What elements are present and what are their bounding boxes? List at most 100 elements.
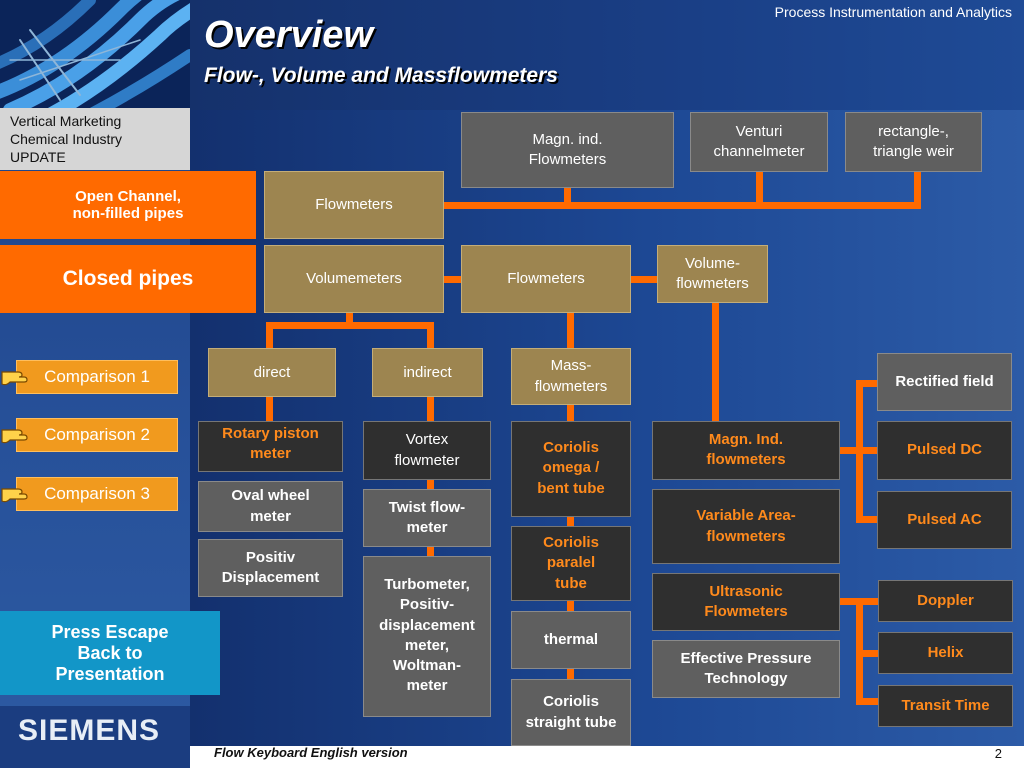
node-label: flowmeters bbox=[676, 275, 749, 292]
node-label: rectangle-, bbox=[878, 122, 949, 140]
escape-line: Back to bbox=[77, 642, 143, 663]
connector-line bbox=[756, 172, 763, 208]
connector-line bbox=[427, 547, 434, 556]
node-mass-flowmeters[interactable]: Mass- flowmeters bbox=[511, 348, 631, 405]
siemens-logo: SIEMENS bbox=[18, 714, 161, 747]
node-label: Rectified field bbox=[895, 372, 994, 390]
node-label: bent tube bbox=[537, 479, 605, 497]
node-rectangle-triangle-weir[interactable]: rectangle-, triangle weir bbox=[845, 112, 982, 172]
node-label: indirect bbox=[403, 364, 452, 381]
node-magn-ind-flowmeters[interactable]: Magn. ind. Flowmeters bbox=[461, 112, 674, 188]
connector-line bbox=[856, 447, 877, 454]
node-label: Transit Time bbox=[901, 696, 990, 714]
comparison-3-button[interactable]: Comparison 3 bbox=[16, 477, 178, 511]
node-label: Magn. Ind. bbox=[708, 431, 784, 448]
node-indirect[interactable]: indirect bbox=[372, 348, 483, 397]
connector-line bbox=[443, 276, 461, 283]
node-doppler[interactable]: Doppler bbox=[878, 580, 1013, 622]
node-direct[interactable]: direct bbox=[208, 348, 336, 397]
node-label: Flowmeters bbox=[704, 603, 788, 620]
connector-line bbox=[567, 405, 574, 421]
node-pulsed-ac[interactable]: Pulsed AC bbox=[877, 491, 1012, 549]
node-positiv-displacement[interactable]: Positiv Displacement bbox=[198, 539, 343, 597]
connector-line bbox=[346, 312, 353, 328]
connector-line bbox=[427, 480, 434, 489]
node-ultrasonic-flowmeters[interactable]: Ultrasonic Flowmeters bbox=[652, 573, 840, 631]
node-magn-ind-flowmeters-closed[interactable]: Magn. Ind. flowmeters bbox=[652, 421, 840, 480]
node-label: Volumemeters bbox=[306, 269, 402, 287]
connector-line bbox=[840, 598, 860, 605]
closed-pipes-label[interactable]: Closed pipes bbox=[0, 245, 256, 313]
escape-line: Presentation bbox=[55, 663, 165, 684]
connector-line bbox=[567, 312, 574, 348]
node-volumemeters[interactable]: Volumemeters bbox=[264, 245, 444, 313]
open-channel-label[interactable]: Open Channel, non-filled pipes bbox=[0, 171, 256, 239]
pointing-hand-icon bbox=[1, 429, 28, 444]
node-label: paralel bbox=[546, 554, 596, 572]
org-name: Process Instrumentation and Analytics bbox=[774, 4, 1012, 20]
node-pulsed-dc[interactable]: Pulsed DC bbox=[877, 421, 1012, 480]
node-variable-area[interactable]: Variable Area- flowmeters bbox=[652, 489, 840, 564]
node-label: Venturi bbox=[735, 122, 783, 140]
connector-line bbox=[266, 322, 434, 329]
node-transit-time[interactable]: Transit Time bbox=[878, 685, 1013, 727]
node-label: Pulsed DC bbox=[906, 441, 982, 459]
connector-line bbox=[266, 397, 273, 421]
node-label: Vortex bbox=[405, 431, 449, 449]
pointing-hand-icon bbox=[1, 488, 28, 503]
node-label: meter bbox=[406, 677, 448, 695]
footer-bar bbox=[190, 746, 1024, 768]
node-label: Pulsed AC bbox=[907, 510, 982, 528]
connector-line bbox=[567, 669, 574, 679]
node-volume-flowmeters[interactable]: Volume- flowmeters bbox=[657, 245, 768, 303]
connector-line bbox=[856, 598, 878, 605]
connector-line bbox=[427, 322, 434, 348]
comparison-label: Comparison 2 bbox=[44, 425, 150, 444]
escape-button[interactable]: Press Escape Back to Presentation bbox=[0, 611, 220, 695]
node-label: Magn. ind. bbox=[532, 130, 603, 148]
node-label: Twist flow- bbox=[388, 498, 466, 516]
node-vortex-flowmeter[interactable]: Vortex flowmeter bbox=[363, 421, 491, 480]
open-channel-line: non-filled pipes bbox=[72, 205, 184, 222]
node-label: Flowmeters bbox=[528, 151, 607, 168]
node-label: Woltman- bbox=[392, 657, 462, 674]
escape-line: Press Escape bbox=[51, 621, 169, 642]
node-label: tube bbox=[555, 574, 587, 592]
node-closed-flowmeters[interactable]: Flowmeters bbox=[461, 245, 631, 313]
node-oval-wheel-meter[interactable]: Oval wheel meter bbox=[198, 481, 343, 532]
node-coriolis-paralel[interactable]: Coriolis paralel tube bbox=[511, 526, 631, 601]
node-label: Rotary piston bbox=[222, 425, 319, 442]
node-coriolis-omega[interactable]: Coriolis omega / bent tube bbox=[511, 421, 631, 517]
node-label: Coriolis bbox=[543, 439, 599, 456]
node-label: Ultrasonic bbox=[709, 582, 783, 600]
node-label: Helix bbox=[927, 643, 964, 661]
pointing-hand-icon bbox=[1, 371, 28, 386]
node-turbometer[interactable]: Turbometer, Positiv- displacement meter,… bbox=[363, 556, 491, 717]
node-label: Flowmeters bbox=[315, 195, 393, 213]
node-effective-pressure[interactable]: Effective Pressure Technology bbox=[652, 640, 840, 698]
node-rectified-field[interactable]: Rectified field bbox=[877, 353, 1012, 411]
node-thermal[interactable]: thermal bbox=[511, 611, 631, 669]
node-label: Coriolis bbox=[543, 534, 599, 552]
node-label: Technology bbox=[704, 670, 788, 687]
connector-line bbox=[856, 698, 878, 705]
node-helix[interactable]: Helix bbox=[878, 632, 1013, 674]
node-open-flowmeters[interactable]: Flowmeters bbox=[264, 171, 444, 239]
node-label: flowmeters bbox=[534, 377, 608, 395]
comparison-2-button[interactable]: Comparison 2 bbox=[16, 418, 178, 452]
node-label: straight tube bbox=[525, 713, 617, 731]
comparison-1-button[interactable]: Comparison 1 bbox=[16, 360, 178, 394]
node-twist-flow-meter[interactable]: Twist flow- meter bbox=[363, 489, 491, 547]
node-coriolis-straight[interactable]: Coriolis straight tube bbox=[511, 679, 631, 746]
node-label: Volume- bbox=[684, 254, 741, 272]
sidebar-info: Vertical Marketing Chemical Industry UPD… bbox=[0, 108, 190, 170]
comparison-label: Comparison 1 bbox=[44, 367, 150, 386]
connector-line bbox=[427, 397, 434, 421]
connector-line bbox=[266, 322, 273, 348]
node-label: flowmeter bbox=[394, 451, 460, 469]
node-rotary-piston-meter[interactable]: Rotary piston meter bbox=[198, 421, 343, 472]
connector-line bbox=[567, 601, 574, 611]
logo-area bbox=[0, 706, 190, 768]
node-venturi-channelmeter[interactable]: Venturi channelmeter bbox=[690, 112, 828, 172]
node-label: meter bbox=[250, 507, 291, 525]
